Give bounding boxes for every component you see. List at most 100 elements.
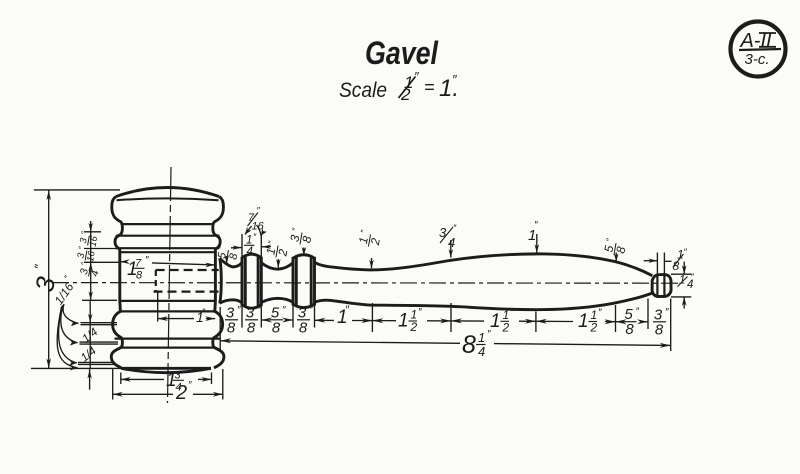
svg-text:8: 8 [655, 321, 664, 338]
svg-text:″: ″ [359, 229, 370, 235]
svg-text:″: ″ [257, 305, 261, 316]
svg-text:4: 4 [448, 235, 455, 250]
svg-text:1: 1 [578, 311, 589, 332]
svg-text:″: ″ [202, 307, 206, 317]
svg-text:″: ″ [534, 220, 538, 231]
svg-text:3-c.: 3-c. [744, 51, 769, 68]
svg-text:7: 7 [135, 258, 142, 270]
svg-text:″: ″ [691, 272, 695, 282]
svg-text:″: ″ [290, 227, 301, 233]
svg-text:″: ″ [414, 69, 419, 84]
svg-text:3: 3 [76, 251, 88, 259]
svg-text:″: ″ [31, 263, 47, 271]
svg-text:8: 8 [673, 259, 680, 273]
svg-text:2: 2 [368, 237, 383, 247]
svg-text:1: 1 [677, 248, 684, 262]
svg-text:8: 8 [227, 252, 240, 261]
svg-text:″: ″ [237, 305, 241, 316]
svg-text:8: 8 [227, 319, 236, 336]
svg-text:1: 1 [246, 235, 252, 247]
svg-text:2: 2 [275, 248, 290, 258]
svg-text:1: 1 [398, 311, 409, 332]
svg-text:1: 1 [679, 275, 685, 287]
svg-text:″: ″ [257, 206, 261, 216]
svg-text:″: ″ [604, 237, 615, 243]
svg-text:″: ″ [77, 245, 87, 251]
svg-text:8: 8 [613, 245, 628, 254]
svg-text:″: ″ [62, 273, 72, 282]
svg-text:2: 2 [590, 321, 598, 335]
svg-text:″: ″ [282, 305, 286, 316]
svg-text:2: 2 [400, 85, 411, 104]
svg-text:″: ″ [345, 304, 350, 316]
svg-text:3: 3 [175, 370, 182, 382]
svg-text:5: 5 [624, 306, 633, 323]
svg-text:″: ″ [684, 247, 688, 257]
svg-text:8: 8 [625, 321, 634, 338]
svg-text:4: 4 [89, 269, 102, 277]
svg-text:3: 3 [654, 306, 663, 323]
svg-text:4: 4 [687, 279, 693, 291]
svg-text:″: ″ [217, 244, 228, 250]
svg-text:3: 3 [226, 304, 235, 321]
svg-text:1: 1 [404, 73, 413, 92]
svg-text:2: 2 [175, 382, 187, 404]
svg-text:2: 2 [502, 320, 510, 334]
svg-text:5: 5 [271, 304, 280, 321]
svg-text:Scale: Scale [339, 79, 387, 102]
svg-text:1: 1 [591, 308, 598, 322]
svg-text:″: ″ [80, 230, 90, 236]
svg-text:3: 3 [287, 234, 302, 243]
svg-text:″: ″ [636, 307, 640, 318]
svg-text:1: 1 [356, 236, 371, 245]
svg-text:″: ″ [145, 255, 149, 266]
svg-text:1: 1 [528, 227, 536, 244]
svg-text:1: 1 [411, 308, 418, 322]
svg-text:Gavel: Gavel [365, 35, 439, 71]
svg-text:″: ″ [598, 308, 602, 319]
svg-text:4: 4 [247, 246, 253, 258]
svg-text:1: 1 [166, 370, 177, 391]
svg-text:″: ″ [309, 305, 313, 316]
svg-text:3: 3 [29, 274, 61, 295]
svg-text:3: 3 [78, 268, 91, 276]
svg-text:16: 16 [252, 221, 265, 233]
svg-text:=: = [424, 77, 435, 97]
svg-text:3: 3 [439, 225, 447, 240]
svg-text:″: ″ [453, 223, 457, 233]
svg-text:″: ″ [80, 261, 90, 267]
svg-text:1.: 1. [439, 75, 459, 102]
svg-text:8: 8 [272, 319, 281, 336]
svg-text:8: 8 [299, 319, 308, 336]
svg-text:″: ″ [665, 307, 669, 318]
svg-text:1: 1 [478, 330, 485, 345]
svg-text:″: ″ [253, 232, 257, 242]
svg-text:3: 3 [298, 304, 307, 321]
svg-text:7: 7 [248, 212, 255, 224]
svg-text:8: 8 [462, 331, 476, 359]
svg-text:5: 5 [216, 251, 229, 260]
svg-text:1: 1 [490, 311, 501, 332]
svg-text:1: 1 [503, 308, 510, 322]
svg-text:8: 8 [299, 235, 314, 244]
svg-text:″: ″ [185, 366, 189, 377]
svg-text:3: 3 [246, 304, 255, 321]
svg-text:2: 2 [410, 320, 418, 334]
svg-text:5: 5 [601, 244, 616, 253]
svg-text:″: ″ [188, 380, 192, 391]
svg-text:4: 4 [478, 344, 485, 359]
svg-text:4: 4 [176, 382, 182, 394]
svg-text:16: 16 [88, 235, 101, 248]
svg-text:3: 3 [78, 236, 90, 244]
svg-text:″: ″ [487, 329, 491, 340]
svg-text:8: 8 [136, 270, 143, 282]
svg-text:1: 1 [196, 309, 204, 325]
svg-text:″: ″ [266, 240, 277, 246]
svg-text:″: ″ [510, 307, 514, 318]
svg-text:″: ″ [418, 307, 422, 318]
svg-text:1: 1 [127, 259, 138, 280]
svg-text:16: 16 [85, 250, 98, 263]
svg-text:1: 1 [263, 247, 278, 256]
svg-text:8: 8 [247, 319, 256, 336]
svg-text:″: ″ [452, 72, 457, 87]
